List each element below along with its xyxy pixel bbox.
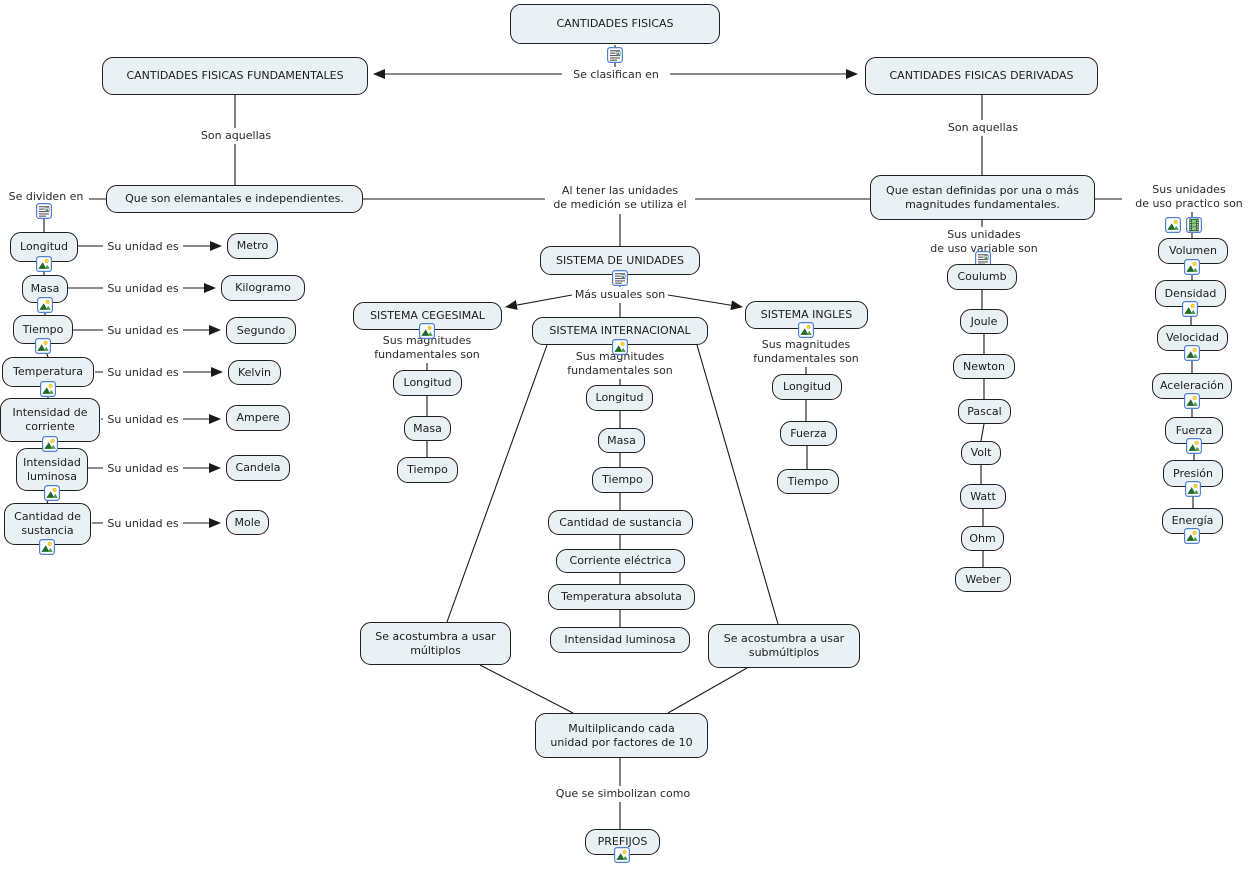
image-resource-icon[interactable]	[1182, 301, 1198, 317]
node-presion[interactable]: Presión	[1163, 460, 1223, 487]
document-resource-icon[interactable]	[36, 203, 52, 219]
node-si-temperatura-absoluta[interactable]: Temperatura absoluta	[548, 584, 695, 610]
node-weber[interactable]: Weber	[955, 567, 1011, 592]
image-resource-icon[interactable]	[44, 485, 60, 501]
document-resource-icon[interactable]	[612, 270, 628, 286]
image-resource-icon[interactable]	[1184, 259, 1200, 275]
node-si-masa[interactable]: Masa	[598, 428, 645, 453]
document-resource-icon[interactable]	[607, 47, 623, 63]
video-resource-icon[interactable]	[1186, 217, 1202, 233]
image-resource-icon[interactable]	[39, 539, 55, 555]
node-joule[interactable]: Joule	[960, 309, 1008, 334]
link-al-tener-unidades[interactable]: Al tener las unidades de medición se uti…	[545, 183, 695, 213]
node-pascal[interactable]: Pascal	[958, 399, 1011, 424]
image-resource-icon[interactable]	[1184, 345, 1200, 361]
node-cantidades-fisicas[interactable]: CANTIDADES FISICAS	[510, 4, 720, 44]
node-ing-tiempo[interactable]: Tiempo	[777, 469, 839, 494]
node-intensidad-corriente[interactable]: Intensidad de corriente	[0, 398, 100, 442]
node-si-longitud[interactable]: Longitud	[586, 385, 653, 411]
node-si-corriente-electrica[interactable]: Corriente eléctrica	[556, 549, 685, 573]
node-intensidad-luminosa[interactable]: Intensidad luminosa	[16, 448, 88, 491]
node-ohm[interactable]: Ohm	[961, 526, 1004, 551]
link-su-unidad-es[interactable]: Su unidad es	[103, 323, 183, 339]
node-definicion-derivadas[interactable]: Que estan definidas por una o más magnit…	[870, 175, 1095, 220]
link-su-unidad-es[interactable]: Su unidad es	[103, 461, 183, 477]
node-coulumb[interactable]: Coulumb	[947, 264, 1017, 290]
image-resource-icon[interactable]	[40, 381, 56, 397]
link-sus-magnitudes-cegesimal[interactable]: Sus magnitudes fundamentales son	[372, 333, 482, 363]
link-mas-usuales[interactable]: Más usuales son	[572, 287, 668, 303]
node-ceg-tiempo[interactable]: Tiempo	[397, 457, 458, 483]
node-kelvin[interactable]: Kelvin	[228, 360, 281, 385]
link-son-aquellas-right[interactable]: Son aquellas	[944, 120, 1022, 136]
node-ampere[interactable]: Ampere	[226, 405, 290, 431]
image-resource-icon[interactable]	[1165, 217, 1181, 233]
image-resource-icon[interactable]	[798, 322, 814, 338]
link-uso-practico[interactable]: Sus unidades de uso practico son	[1122, 182, 1254, 212]
node-longitud[interactable]: Longitud	[10, 232, 78, 262]
node-cantidades-derivadas[interactable]: CANTIDADES FISICAS DERIVADAS	[865, 57, 1098, 95]
link-que-se-simbolizan[interactable]: Que se simbolizan como	[550, 786, 696, 802]
node-metro[interactable]: Metro	[227, 233, 278, 259]
image-resource-icon[interactable]	[35, 338, 51, 354]
link-su-unidad-es[interactable]: Su unidad es	[103, 365, 183, 381]
node-volumen[interactable]: Volumen	[1158, 238, 1228, 264]
image-resource-icon[interactable]	[1185, 481, 1201, 497]
node-ing-longitud[interactable]: Longitud	[772, 374, 842, 400]
node-mole[interactable]: Mole	[226, 510, 269, 535]
image-resource-icon[interactable]	[42, 436, 58, 452]
link-su-unidad-es[interactable]: Su unidad es	[103, 239, 183, 255]
node-si-tiempo[interactable]: Tiempo	[592, 467, 653, 493]
link-sus-magnitudes-ingles[interactable]: Sus magnitudes fundamentales son	[751, 337, 861, 367]
node-cantidad-sustancia[interactable]: Cantidad de sustancia	[4, 503, 91, 545]
node-usar-multiplos[interactable]: Se acostumbra a usar múltiplos	[360, 622, 511, 665]
image-resource-icon[interactable]	[1184, 393, 1200, 409]
link-su-unidad-es[interactable]: Su unidad es	[103, 516, 183, 532]
link-son-aquellas-left[interactable]: Son aquellas	[197, 128, 275, 144]
link-se-clasifican[interactable]: Se clasifican en	[562, 67, 670, 83]
node-ing-fuerza[interactable]: Fuerza	[780, 421, 837, 446]
node-sistema-ingles[interactable]: SISTEMA INGLES	[745, 301, 868, 329]
image-resource-icon[interactable]	[1184, 528, 1200, 544]
link-su-unidad-es[interactable]: Su unidad es	[103, 412, 183, 428]
node-kilogramo[interactable]: Kilogramo	[221, 275, 305, 301]
image-resource-icon[interactable]	[36, 256, 52, 272]
node-multiplicando[interactable]: Multilplicando cada unidad por factores …	[535, 713, 708, 758]
node-usar-submultiplos[interactable]: Se acostumbra a usar submúltiplos	[708, 624, 860, 668]
node-ceg-longitud[interactable]: Longitud	[393, 370, 462, 396]
node-si-cantidad-sustancia[interactable]: Cantidad de sustancia	[548, 510, 693, 535]
link-su-unidad-es[interactable]: Su unidad es	[103, 281, 183, 297]
image-resource-icon[interactable]	[612, 339, 628, 355]
node-si-intensidad-luminosa[interactable]: Intensidad luminosa	[550, 627, 690, 653]
node-definicion-fundamentales[interactable]: Que son elemantales e independientes.	[106, 185, 363, 213]
node-candela[interactable]: Candela	[226, 455, 290, 481]
node-volt[interactable]: Volt	[961, 441, 1001, 465]
image-resource-icon[interactable]	[614, 847, 630, 863]
image-resource-icon[interactable]	[37, 297, 53, 313]
node-segundo[interactable]: Segundo	[226, 317, 296, 344]
node-ceg-masa[interactable]: Masa	[404, 416, 451, 441]
node-newton[interactable]: Newton	[953, 354, 1015, 379]
link-se-dividen[interactable]: Se dividen en	[3, 189, 89, 205]
node-watt[interactable]: Watt	[960, 484, 1006, 509]
image-resource-icon[interactable]	[1186, 438, 1202, 454]
image-resource-icon[interactable]	[419, 323, 435, 339]
node-cantidades-fundamentales[interactable]: CANTIDADES FISICAS FUNDAMENTALES	[102, 57, 368, 95]
